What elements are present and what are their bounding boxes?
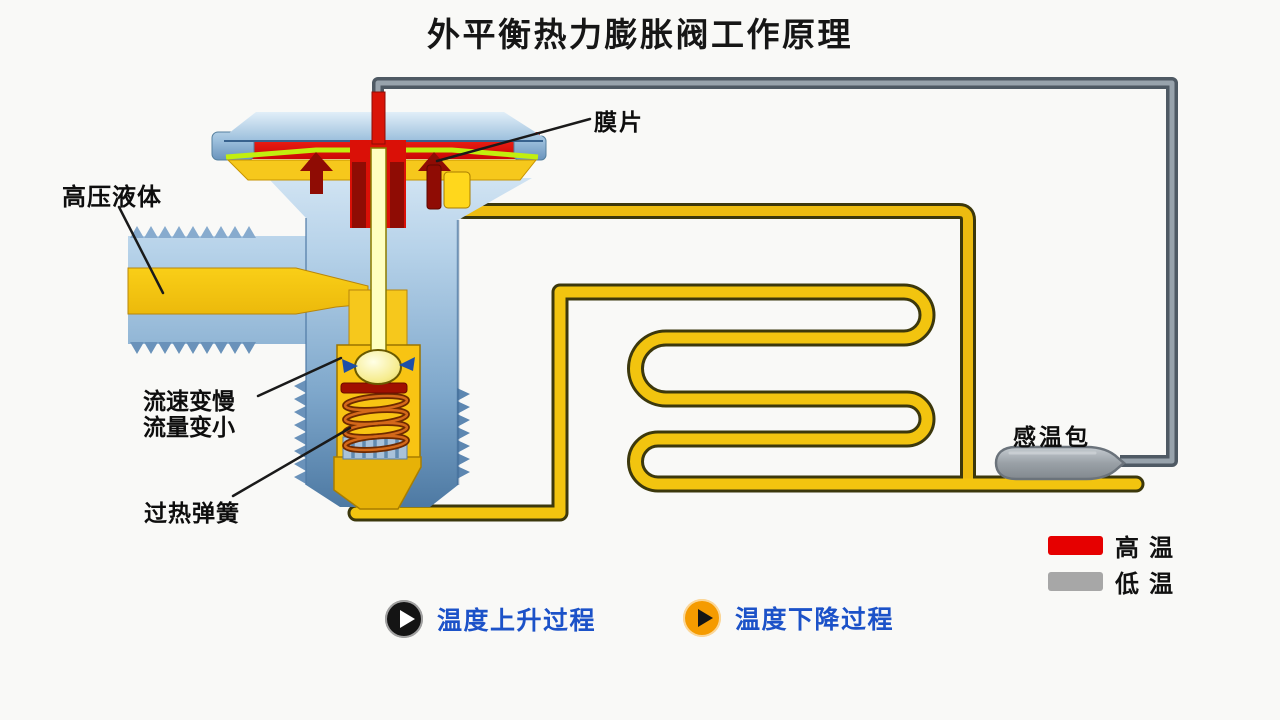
superheat-spring-coils (342, 392, 410, 454)
legend-item-high-temp: 高温 (1048, 528, 1183, 563)
page-title: 外平衡热力膨胀阀工作原理 (427, 16, 853, 53)
legend-label-low-temp: 低温 (1115, 571, 1183, 598)
outlet-cone (333, 456, 422, 510)
label-flow-note-line1: 流速变慢 (143, 388, 235, 414)
label-diaphragm: 膜片 (594, 109, 644, 135)
label-flow-note: 流速变慢 流量变小 (143, 388, 235, 440)
legend-swatch-low-temp (1048, 572, 1103, 591)
control-temp-rise: 温度上升过程 (385, 600, 596, 638)
play-icon (399, 610, 415, 628)
valve-stem (370, 147, 387, 359)
sensing-bulb (994, 445, 1126, 481)
label-superheat-spring: 过热弹簧 (144, 500, 240, 526)
push-rod-right (390, 162, 404, 228)
valve-ball (354, 349, 402, 385)
label-high-pressure-liquid: 高压液体 (62, 184, 162, 211)
capillary-red-segment (371, 91, 386, 145)
evaporator-coil (350, 286, 1142, 519)
legend-swatch-high-temp (1048, 536, 1103, 555)
valve-body (128, 178, 532, 507)
control-label-temp-fall: 温度下降过程 (735, 606, 895, 634)
label-sensing-bulb: 感温包 (1013, 424, 1091, 450)
legend-label-high-temp: 高温 (1115, 535, 1183, 562)
label-flow-note-line2: 流量变小 (143, 414, 235, 440)
equalizer-fitting (426, 164, 471, 210)
leader-lines (117, 117, 592, 498)
valve-inlet-threads (130, 226, 256, 238)
legend-item-low-temp: 低温 (1048, 564, 1183, 599)
push-rod-left (352, 162, 366, 228)
play-button-temp-fall[interactable] (683, 599, 721, 637)
play-icon (697, 609, 713, 627)
play-button-temp-rise[interactable] (385, 600, 423, 638)
flow-restriction-arrows (342, 357, 415, 373)
valve-internals (127, 147, 422, 510)
control-temp-fall: 温度下降过程 (683, 599, 894, 637)
control-label-temp-rise: 温度上升过程 (437, 607, 597, 635)
